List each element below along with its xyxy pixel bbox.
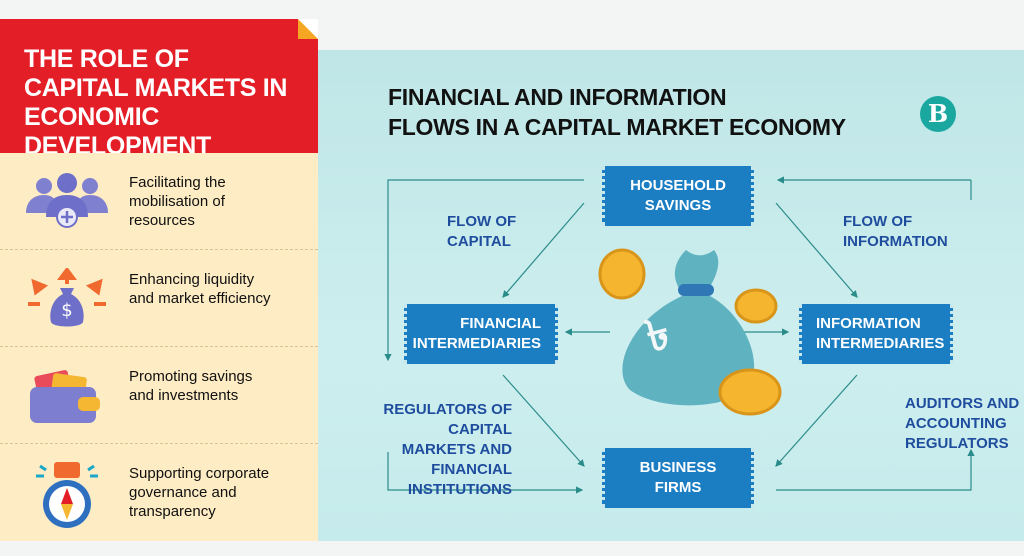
node-label: FIRMS — [654, 479, 702, 496]
label-line: ACCOUNTING — [905, 415, 1007, 432]
label-line: MARKETS AND FINANCIAL — [401, 441, 512, 478]
node-label: INFORMATION — [816, 315, 921, 332]
node-financial-intermediaries: FINANCIAL INTERMEDIARIES — [404, 304, 558, 364]
node-label: INTERMEDIARIES — [412, 335, 541, 352]
left-panel-list: Facilitating the mobilisation of resourc… — [0, 153, 318, 541]
wallet-icon — [30, 370, 100, 423]
title-line: FLOWS IN A CAPITAL MARKET ECONOMY — [388, 114, 846, 140]
arrow — [776, 180, 971, 491]
label-line: FLOW OF — [447, 213, 517, 230]
logo: B — [920, 96, 956, 132]
arrow — [502, 202, 585, 298]
label-line: INSTITUTIONS — [407, 481, 512, 498]
node-label: SAVINGS — [644, 197, 712, 214]
list-item: Promoting savings and investments — [0, 347, 318, 444]
item-text: Supporting corporate governance and tran… — [129, 465, 270, 520]
label-line: REGULATORS OF CAPITAL — [383, 401, 512, 438]
node-label: INTERMEDIARIES — [816, 335, 945, 352]
title-line: FINANCIAL AND INFORMATION — [388, 84, 727, 110]
svg-text:$: $ — [61, 300, 72, 321]
money-bag-arrows-icon: $ — [28, 268, 106, 327]
item-text: Enhancing liquidity and market efficienc… — [129, 271, 271, 307]
label-line: FLOW OF — [843, 213, 913, 230]
label-regulators: REGULATORS OF CAPITAL MARKETS AND FINANC… — [340, 400, 512, 500]
list-item: $ Enhancing liquidity and market efficie… — [0, 250, 318, 347]
list-item: Facilitating the mobilisation of resourc… — [0, 153, 318, 250]
list-item: Supporting corporate governance and tran… — [0, 444, 318, 541]
diagram-title: FINANCIAL AND INFORMATION FLOWS IN A CAP… — [388, 82, 846, 142]
node-information-intermediaries: INFORMATION INTERMEDIARIES — [799, 304, 953, 364]
arrow — [775, 202, 858, 298]
label-flow-of-capital: FLOW OF CAPITAL — [447, 212, 516, 252]
item-text: Facilitating the mobilisation of resourc… — [129, 174, 226, 229]
arrow — [384, 179, 584, 362]
arrow — [502, 374, 585, 467]
arrow — [775, 374, 858, 467]
label-auditors: AUDITORS AND ACCOUNTING REGULATORS — [905, 394, 1019, 454]
node-label: HOUSEHOLD — [630, 177, 726, 194]
money-bag-icon: ৳ — [598, 248, 782, 416]
node-label: FINANCIAL — [460, 315, 541, 332]
label-line: CAPITAL — [447, 233, 511, 250]
node-label: BUSINESS — [639, 459, 717, 476]
item-text: Promoting savings and investments — [129, 368, 253, 404]
label-line: AUDITORS AND — [905, 395, 1020, 412]
node-business-firms: BUSINESS FIRMS — [602, 448, 754, 508]
node-household-savings: HOUSEHOLD SAVINGS — [602, 166, 754, 226]
people-plus-icon — [26, 173, 108, 228]
briefcase-compass-icon — [36, 462, 98, 528]
corner-fold — [298, 19, 318, 39]
label-line: INFORMATION — [843, 233, 948, 250]
label-flow-of-information: FLOW OF INFORMATION — [843, 212, 948, 252]
label-line: REGULATORS — [905, 435, 1009, 452]
arrow — [387, 452, 584, 494]
